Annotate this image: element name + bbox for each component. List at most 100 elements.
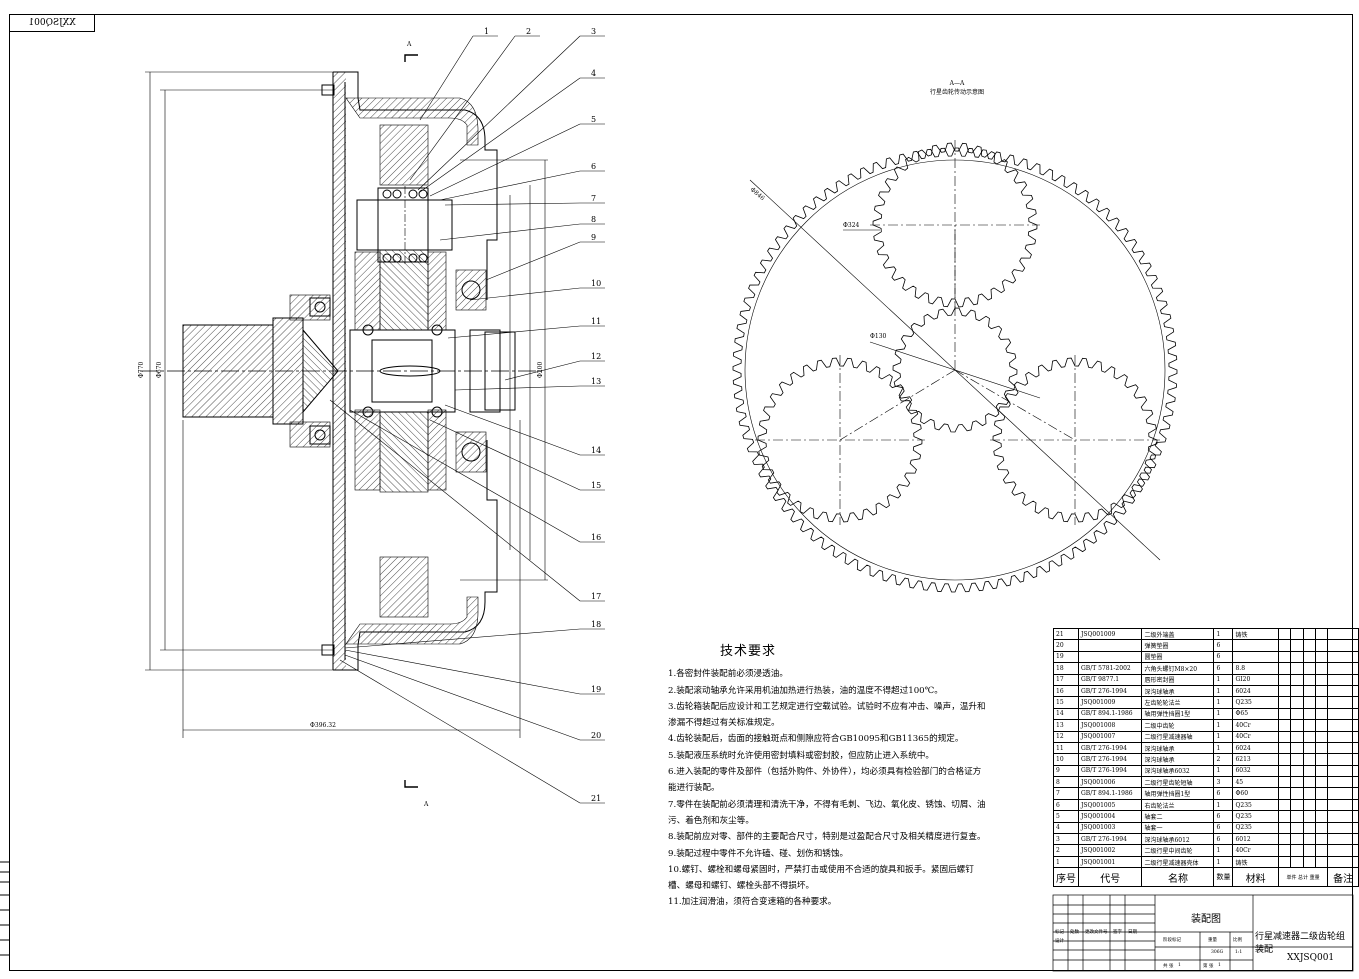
bom-cell-code: GB/T 276-1994 xyxy=(1077,833,1143,846)
bom-cell-code: GB/T 276-1994 xyxy=(1077,753,1143,766)
dim-d200: Φ200 xyxy=(537,361,544,378)
bom-cell-code: JSQ001009 xyxy=(1077,627,1143,641)
bom-cell-empty xyxy=(1302,707,1316,721)
tech-item: 8.装配前应对零、部件的主要配合尺寸，特别是过盈配合尺寸及相关精度进行复查。 xyxy=(668,832,986,843)
tech-item: 10.螺钉、螺栓和螺母紧固时，严禁打击或使用不合适的旋具和扳手。紧固后螺钉槽、螺… xyxy=(668,864,974,892)
bom-cell-material: 40Cr xyxy=(1232,844,1279,857)
bom-cell-empty xyxy=(1327,764,1359,778)
bom-cell-empty xyxy=(1327,855,1359,869)
bom-cell-empty xyxy=(1290,684,1304,698)
bom-cell-empty xyxy=(1327,662,1359,675)
bom-cell-empty xyxy=(1327,627,1359,641)
bom-cell-material: Q235 xyxy=(1232,810,1279,823)
bom-cell-empty xyxy=(1277,639,1292,652)
bom-cell-empty xyxy=(1290,776,1304,789)
bom-cell-empty xyxy=(1302,821,1316,835)
bom-cell-empty xyxy=(1277,833,1292,846)
bom-cell-empty xyxy=(1290,810,1304,823)
bom-cell-no: 12 xyxy=(1053,730,1079,743)
bom-cell-empty xyxy=(1327,707,1359,721)
leader-line xyxy=(344,649,581,695)
gear-view-caption: A—A 行星齿轮传动示意图 xyxy=(930,80,984,96)
balloon-number: 2 xyxy=(526,27,531,36)
bom-header-weight: 单件 总计 重量 xyxy=(1277,867,1329,888)
bom-cell-qty: 1 xyxy=(1213,684,1234,698)
bom-cell-name: 深沟球轴承 xyxy=(1141,741,1215,755)
section-mark-top: A xyxy=(406,41,412,48)
tb-label-count: 处数 xyxy=(1070,930,1079,935)
title-block: 装配图 行星减速器二级齿轮组装配 XXJSQ001 标记 处数 更改文件号 签字… xyxy=(1053,895,1353,971)
bom-cell-no: 2 xyxy=(1053,844,1079,857)
bom-cell-empty xyxy=(1327,741,1359,755)
bom-cell-material: 6032 xyxy=(1232,764,1279,778)
bom-cell-empty xyxy=(1290,627,1304,641)
bom-cell-empty xyxy=(1327,719,1359,732)
bom-cell-name: 深沟球轴承6032 xyxy=(1141,764,1215,778)
bom-cell-empty xyxy=(1314,696,1329,709)
bom-cell-qty: 1 xyxy=(1213,730,1234,743)
balloon-number: 8 xyxy=(591,215,596,224)
bom-cell-name: 圆垫圈 xyxy=(1141,650,1215,664)
bom-cell-name: 二级中齿轮 xyxy=(1141,719,1215,732)
bom-cell-empty xyxy=(1327,833,1359,846)
bom-cell-material: 6024 xyxy=(1232,684,1279,698)
bom-cell-material: Q235 xyxy=(1232,798,1279,812)
gear-view-label: A—A xyxy=(949,80,965,87)
bom-cell-no: 11 xyxy=(1053,741,1079,755)
title-block-lines xyxy=(1052,894,1354,972)
bom-cell-code: JSQ001009 xyxy=(1077,696,1143,709)
bom-cell-empty xyxy=(1277,776,1292,789)
tb-label-sign: 签字 xyxy=(1113,930,1122,935)
bom-cell-code: GB/T 276-1994 xyxy=(1077,684,1143,698)
bom-cell-no: 13 xyxy=(1053,719,1079,732)
bom-cell-empty xyxy=(1277,844,1292,857)
bom-cell-material: 40Cr xyxy=(1232,730,1279,743)
bom-cell-material: 铸铁 xyxy=(1232,855,1279,869)
bom-cell-empty xyxy=(1290,673,1304,686)
ring-gear-outer xyxy=(732,147,1178,593)
bom-cell-name: 深沟球轴承 xyxy=(1141,684,1215,698)
bom-cell-empty xyxy=(1314,844,1329,857)
bom-cell-name: 二级行星减速器壳体 xyxy=(1141,855,1215,869)
bom-cell-empty xyxy=(1302,662,1316,675)
bom-cell-empty xyxy=(1277,810,1292,823)
balloon-number: 20 xyxy=(591,731,601,740)
leader-line xyxy=(444,404,581,456)
planetary-gear-view xyxy=(732,140,1178,593)
bom-cell-code: JSQ001008 xyxy=(1077,719,1143,732)
bom-cell-material: 6213 xyxy=(1232,753,1279,766)
bom-cell-code: JSQ001003 xyxy=(1077,821,1143,835)
bom-cell-no: 17 xyxy=(1053,673,1079,686)
bom-cell-empty xyxy=(1290,821,1304,835)
bom-cell-name: 深沟球轴承 xyxy=(1141,753,1215,766)
gear-view-title: 行星齿轮传动示意图 xyxy=(930,89,985,96)
bom-cell-no: 1 xyxy=(1053,855,1079,869)
drawing-name: 行星减速器二级齿轮组装配 xyxy=(1255,932,1346,955)
tb-weight-value: 306G xyxy=(1211,950,1224,955)
gear-dim-sun: Φ130 xyxy=(870,333,887,340)
bom-cell-name: 唇形密封圈 xyxy=(1141,673,1215,686)
bom-cell-empty xyxy=(1277,719,1292,732)
balloon-number: 17 xyxy=(591,592,601,601)
bom-cell-empty xyxy=(1290,741,1304,755)
tb-label-total: 共 张 xyxy=(1163,964,1174,969)
bom-cell-empty xyxy=(1314,684,1329,698)
bom-cell-material: Φ60 xyxy=(1232,787,1279,800)
bom-cell-no: 15 xyxy=(1053,696,1079,709)
bom-cell-empty xyxy=(1327,821,1359,835)
tech-item: 7.零件在装配前必须清理和清洗干净，不得有毛刺、飞边、氧化皮、锈蚀、切屑、油污、… xyxy=(668,799,986,826)
tb-label-mark: 标记 xyxy=(1055,930,1064,935)
bom-cell-empty xyxy=(1302,810,1316,823)
bom-cell-material: 40Cr xyxy=(1232,719,1279,732)
tech-item: 9.装配过程中零件不允许磕、碰、划伤和锈蚀。 xyxy=(668,848,849,859)
tb-label-stage: 阶段标记 xyxy=(1163,938,1181,943)
bom-cell-empty xyxy=(1302,639,1316,652)
bom-cell-empty xyxy=(1277,855,1292,869)
bom-cell-empty xyxy=(1314,764,1329,778)
bom-cell-empty xyxy=(1314,741,1329,755)
